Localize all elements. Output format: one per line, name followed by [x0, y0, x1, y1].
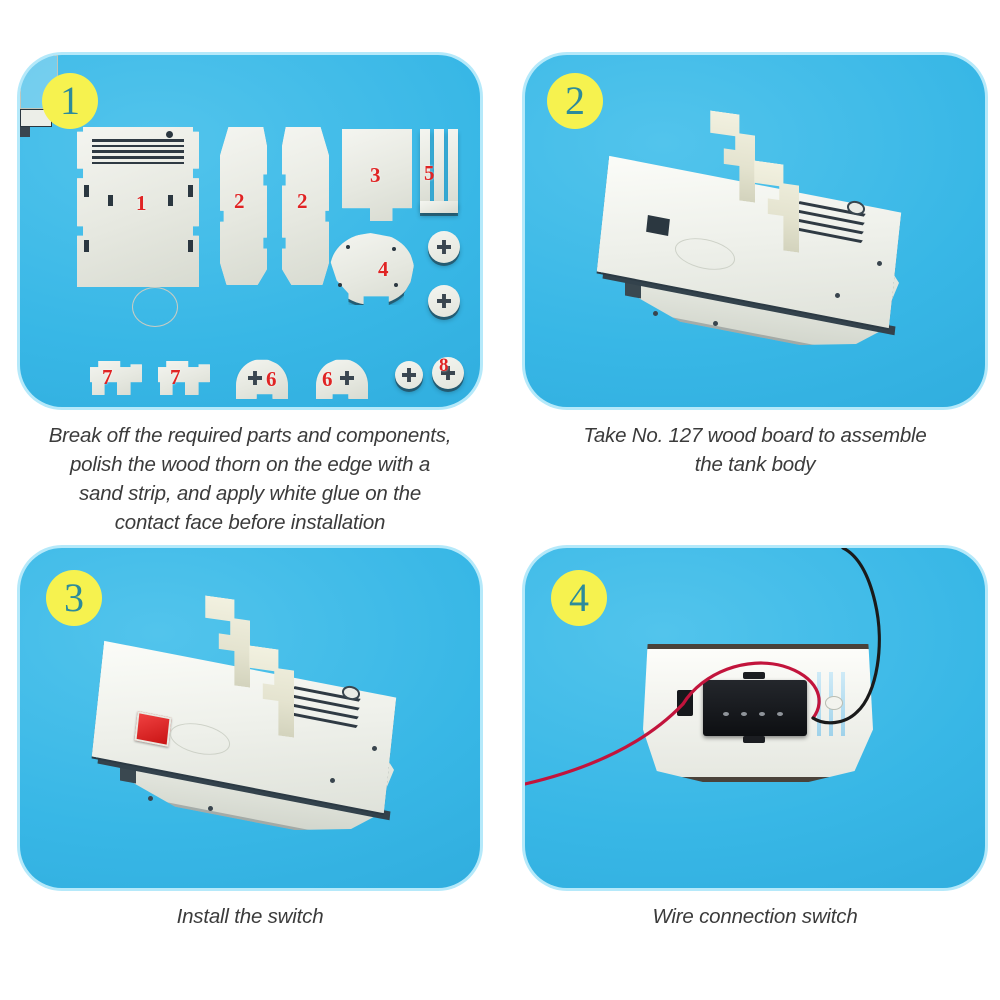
part-1-slot [188, 240, 193, 252]
part-5-strip [448, 129, 458, 207]
step-4-badge: 4 [551, 570, 607, 626]
part-6-half-disc [236, 359, 288, 399]
tank-rivet [372, 746, 377, 751]
step-2-caption: Take No. 127 wood board to assemble the … [515, 421, 995, 479]
tank-rivet [330, 778, 335, 783]
part-7-bracket [90, 361, 142, 395]
red-wire-loop [681, 661, 821, 720]
part-6-half-disc [316, 359, 368, 399]
tank-rivet [653, 311, 658, 316]
part-label-5: 5 [424, 161, 435, 185]
part-label-2a: 2 [234, 189, 245, 213]
assembled-tank-body [525, 55, 985, 407]
part-2-side-panel-right [282, 127, 329, 285]
part-1-vent-slots [92, 139, 184, 165]
battery-box-tab [743, 736, 765, 743]
part-1-slot [168, 195, 173, 206]
part-4-pin-hole [338, 283, 342, 287]
part-4-pin-hole [392, 247, 396, 251]
part-label-6b: 6 [322, 367, 333, 391]
step-panel-2: 2 Take No. 12 [515, 55, 995, 479]
tank-rivet [208, 806, 213, 811]
black-wire-negative [811, 548, 881, 725]
power-switch[interactable] [134, 711, 172, 747]
part-5-strip [420, 129, 430, 207]
step-1-caption-line-2: polish the wood thorn on the edge with a [69, 453, 431, 477]
part-4-round-disc [330, 233, 414, 305]
part-1-slot [84, 240, 89, 252]
wiring-diagram [525, 548, 881, 786]
tank-rivet [713, 321, 718, 326]
underside-slot [841, 672, 845, 736]
part-1-slot [84, 185, 89, 197]
part-label-3: 3 [370, 163, 381, 187]
battery-box-tab [743, 672, 765, 679]
battery-box [703, 680, 807, 736]
step-3-photo: 3 [20, 548, 480, 888]
part-1-base-plate [77, 127, 199, 287]
step-2-badge: 2 [547, 73, 603, 129]
part-4-pin-hole [346, 245, 350, 249]
tank-rivet [835, 293, 840, 298]
step-panel-3: 3 Install the [10, 548, 490, 931]
step-4-caption: Wire connection switch [515, 902, 995, 931]
part-3-deck-plate [342, 129, 412, 221]
red-wire-positive [525, 702, 685, 786]
part-7-bracket [158, 361, 210, 395]
assembled-tank-body-with-switch [20, 548, 480, 888]
step-1-caption-line-4: contact face before installation [114, 511, 386, 535]
part-label-4: 4 [378, 257, 389, 281]
part-label-7a: 7 [102, 365, 113, 389]
step-2-caption-line-1: Take No. 127 wood board to assemble [583, 424, 927, 447]
step-1-caption: Break off the required parts and compone… [10, 421, 490, 537]
step-panel-1: 1 1 2 2 3 [10, 55, 490, 537]
step-3-badge: 3 [46, 570, 102, 626]
part-label-6a: 6 [266, 367, 277, 391]
part-label-7b: 7 [170, 365, 181, 389]
part-1-slot [188, 185, 193, 197]
step-1-caption-line-3: sand strip, and apply white glue on the [78, 482, 422, 506]
step-1-badge: 1 [42, 73, 98, 129]
step-3-caption-line-1: Install the switch [176, 905, 324, 928]
part-1-hole [166, 131, 173, 138]
underside-eyelet [825, 696, 843, 710]
part-5-strip [420, 201, 458, 213]
step-2-caption-line-2: the tank body [694, 453, 816, 477]
step-3-caption: Install the switch [10, 902, 490, 931]
step-2-photo: 2 [525, 55, 985, 407]
part-1-slot [108, 195, 113, 206]
part-1-circle-outline [132, 287, 178, 327]
part-2-side-panel-left [220, 127, 267, 285]
part-4-square-hole [20, 127, 30, 137]
part-5-strip [434, 129, 444, 207]
step-1-photo: 1 1 2 2 3 [20, 55, 480, 407]
part-4-pin-hole [394, 283, 398, 287]
part-label-2b: 2 [297, 189, 308, 213]
part-label-8: 8 [439, 355, 449, 376]
step-panel-4: 4 Wire connection switch [515, 548, 995, 931]
step-4-photo: 4 [525, 548, 985, 888]
step-4-caption-line-1: Wire connection switch [652, 905, 858, 928]
tank-rivet [877, 261, 882, 266]
part-label-1: 1 [136, 191, 147, 215]
step-1-caption-line-1: Break off the required parts and compone… [48, 424, 452, 447]
tank-rivet [148, 796, 153, 801]
